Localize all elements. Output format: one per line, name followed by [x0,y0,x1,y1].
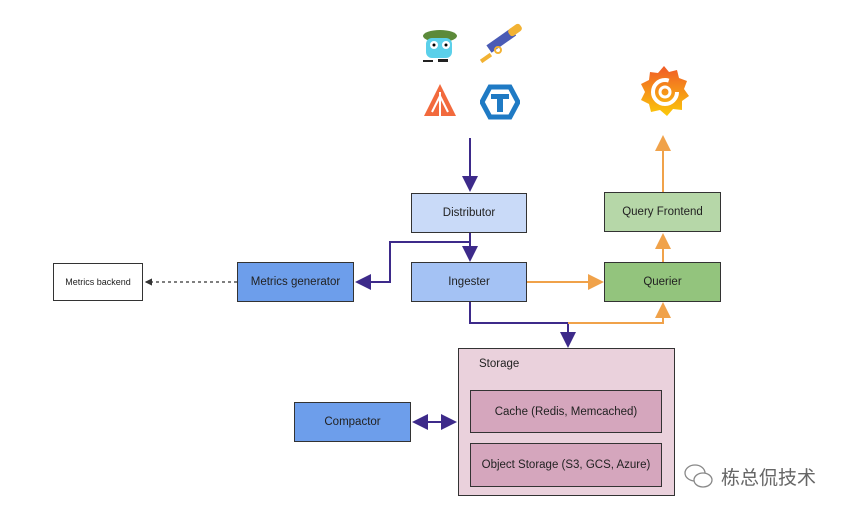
metrics-generator-box: Metrics generator [237,262,354,302]
tempo-t-icon [480,84,520,120]
storage-to-querier-arrow [568,302,671,324]
arrow-logo-icon [424,84,456,118]
distributor-box: Distributor [411,193,527,233]
watermark-text: 栋总侃技术 [721,467,817,489]
gopher-icon [423,30,457,62]
cache-box: Cache (Redis, Memcached) [470,390,662,433]
ingester-to-storage-arrow [469,301,576,348]
watermark: 栋总侃技术 [683,462,816,490]
storage-label: Storage [479,358,520,370]
compactor-box: Compactor [294,402,411,442]
metrics-backend-box: Metrics backend [53,263,143,301]
telescope-icon [479,23,522,64]
query-frontend-box: Query Frontend [604,192,721,232]
wechat-icon [684,464,713,488]
distributor-to-metrics-generator-arrow [355,241,470,290]
object-storage-box: Object Storage (S3, GCS, Azure) [470,443,662,487]
ingester-box: Ingester [411,262,527,302]
grafana-icon [641,66,689,116]
querier-box: Querier [604,262,721,302]
